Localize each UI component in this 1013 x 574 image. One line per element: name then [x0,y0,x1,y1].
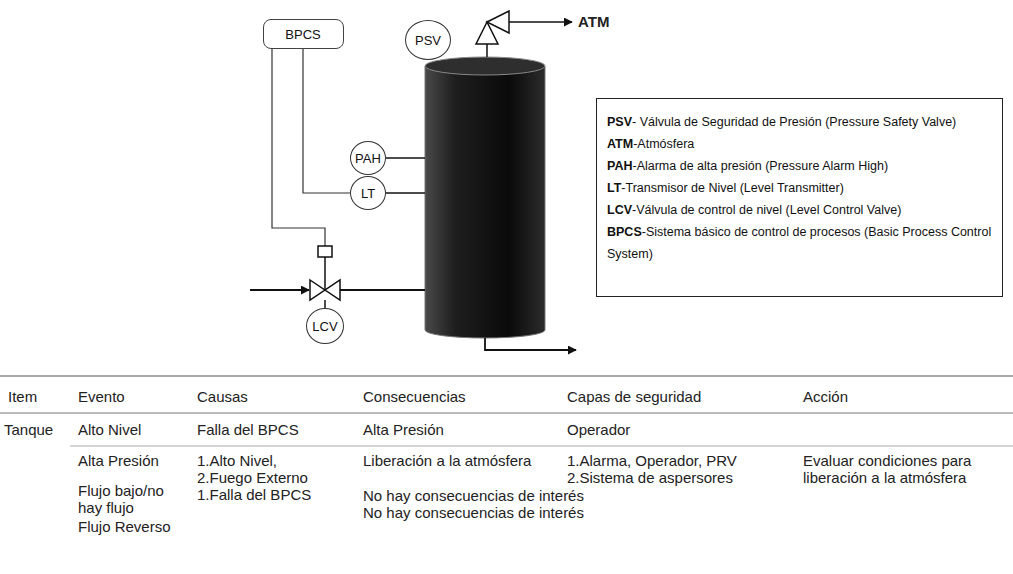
abbreviation-box: PSV- Válvula de Seguridad de Presión (Pr… [596,98,1003,297]
abbreviation-meaning: -Válvula de control de nivel (Level Cont… [632,203,901,217]
table-cell: Liberación a la atmósfera [363,452,531,469]
table-cell: Tanque [4,421,53,438]
table-header: Capas de seguridad [567,388,701,405]
abbreviation: PAH [607,159,632,173]
table-header: Evento [78,388,125,405]
abbreviation-row: BPCS-Sistema básico de control de proces… [607,221,992,265]
abbreviation: PSV [607,115,632,129]
tank-vessel [425,57,545,338]
instrument-bubble: LT [350,176,386,210]
table-cell: Alto Nivel [78,421,141,438]
node-text: LCV [312,319,337,334]
control-system-box: BPCS [263,19,344,49]
control-signal-line [272,49,325,246]
abbreviation-row: PSV- Válvula de Seguridad de Presión (Pr… [607,111,992,133]
node-text: LT [361,186,375,201]
node-text: PAH [355,151,381,166]
abbreviation: LT [607,181,621,195]
abbreviation: BPCS [607,225,642,239]
table-header: Acción [803,388,848,405]
table-cell: Evaluar condiciones para liberación a la… [803,452,1008,486]
table-header: Consecuencias [363,388,466,405]
table-cell: 1.Alarma, Operador, PRV [567,452,737,469]
abbreviation-meaning: -Sistema básico de control de procesos (… [607,225,991,261]
table-cell: Falla del BPCS [197,421,299,438]
table-cell: Flujo bajo/no hay flujo [78,482,178,516]
abbreviation-row: PAH-Alarma de alta presión (Pressure Ala… [607,155,992,177]
table-cell: Flujo Reverso [78,518,171,535]
abbreviation-meaning: -Atmósfera [633,137,694,151]
instrument-bubble: PAH [350,141,386,175]
node-text: PSV [415,33,441,48]
abbreviation-meaning: -Alarma de alta presión (Pressure Alarm … [632,159,888,173]
node-text: BPCS [285,27,320,42]
instrument-taps [386,158,425,193]
relief-valve-symbol [476,11,572,57]
table-header: Causas [197,388,248,405]
abbreviation-meaning: -Transmisor de Nivel (Level Transmitter) [621,181,844,195]
instrument-bubble: LCV [306,308,344,344]
table-header: Item [8,388,37,405]
table-cell: Alta Presión [78,452,159,469]
table-cell: No hay consecuencias de interés [363,504,584,521]
abbreviation-meaning: - Válvula de Seguridad de Presión (Press… [632,115,956,129]
table-cell: 1.Alto Nivel, [197,452,277,469]
table-cell: Alta Presión [363,421,444,438]
table-cell: No hay consecuencias de interés [363,487,584,504]
instrument-bubble: PSV [405,20,451,60]
table-cell: Operador [567,421,630,438]
outlet-label: ATM [578,13,609,30]
signal-line [303,49,350,193]
abbreviation: LCV [607,203,632,217]
table-cell: 2.Sistema de aspersores [567,469,733,486]
abbreviation-row: LT-Transmisor de Nivel (Level Transmitte… [607,177,992,199]
table-cell: 1.Falla del BPCS [197,486,311,503]
abbreviation: ATM [607,137,633,151]
control-valve-symbol [310,246,340,308]
process-piping [250,290,576,350]
table-cell: 2.Fuego Externo [197,469,308,486]
table-rules [0,376,1013,446]
abbreviation-row: ATM-Atmósfera [607,133,992,155]
abbreviation-row: LCV-Válvula de control de nivel (Level C… [607,199,992,221]
